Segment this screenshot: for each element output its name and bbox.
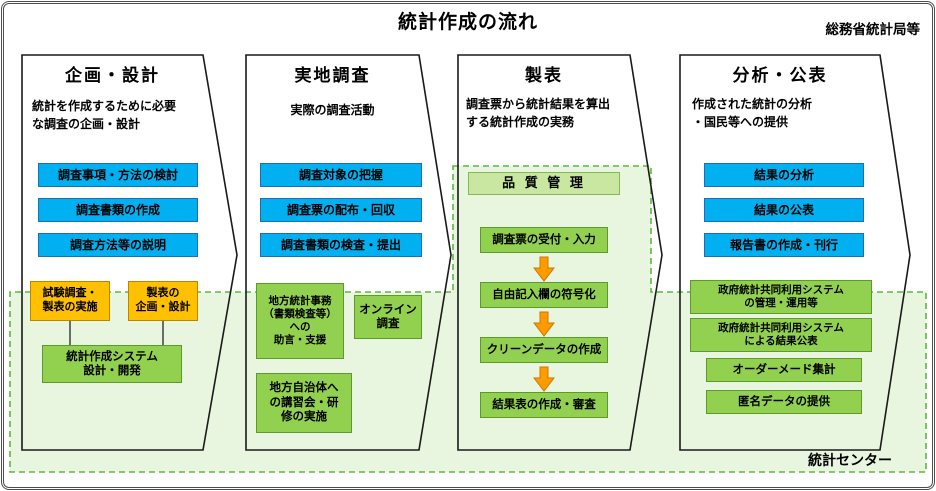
box-document-inspection-submission: 調査書類の検査・提出 xyxy=(260,233,422,257)
box-stats-system-development: 統計作成システム 設計・開発 xyxy=(42,345,182,383)
source-org-label: 総務省統計局等 xyxy=(825,22,921,37)
stage-title-planning: 企画・設計 xyxy=(65,66,160,85)
stage-description-tabulation: 調査票から統計結果を算出 する統計作成の実務 xyxy=(466,97,611,129)
box-survey-method-explanation: 調査方法等の説明 xyxy=(38,233,198,257)
box-questionnaire-distribution-collection: 調査票の配布・回収 xyxy=(260,198,422,222)
box-anonymous-data: 匿名データの提供 xyxy=(706,390,862,414)
page-title: 統計作成の流れ xyxy=(397,12,538,33)
center-org-label: 統計センター xyxy=(808,452,892,468)
box-free-entry-coding: 自由記入欄の符号化 xyxy=(480,282,608,308)
box-egov-system-management: 政府統計共同利用システム の管理・運用等 xyxy=(690,280,872,314)
stage-arrow-tabulation xyxy=(457,54,663,451)
box-egov-system-publication: 政府統計共同利用システム による結果公表 xyxy=(690,318,872,352)
down-arrow-icon xyxy=(533,256,555,282)
box-test-survey-tabulation: 試験調査・ 製表の実施 xyxy=(30,281,110,321)
stage-description-analysis: 作成された統計の分析 ・国民等への提供 xyxy=(692,97,813,129)
box-questionnaire-receipt-input: 調査票の受付・入力 xyxy=(480,227,608,253)
box-local-gov-training: 地方自治体へ の講習会・研 修の実施 xyxy=(256,373,352,433)
box-survey-docs-creation: 調査書類の作成 xyxy=(38,198,198,222)
box-report-creation-publication: 報告書の作成・刊行 xyxy=(704,233,864,257)
stage-arrow-survey xyxy=(245,54,452,451)
stage-arrow-analysis xyxy=(679,54,911,451)
stage-title-analysis: 分析・公表 xyxy=(732,66,828,85)
box-quality-control: 品 質 管 理 xyxy=(468,172,620,195)
box-online-survey: オンライン 調査 xyxy=(354,295,422,339)
column-field-survey: 実地調査 実際の調査活動 調査対象の把握 調査票の配布・回収 調査書類の検査・提… xyxy=(246,55,422,450)
box-result-table-creation-review: 結果表の作成・審査 xyxy=(480,392,608,418)
box-clean-data-creation: クリーンデータの作成 xyxy=(480,337,608,363)
column-tabulation: 製表 調査票から統計結果を算出 する統計作成の実務 品 質 管 理 調査票の受付… xyxy=(458,55,630,450)
stage-title-tabulation: 製表 xyxy=(525,66,563,85)
box-custom-tabulation: オーダーメード集計 xyxy=(706,358,862,382)
stage-arrow-planning xyxy=(21,54,238,451)
column-analysis-publication: 分析・公表 作成された統計の分析 ・国民等への提供 結果の分析 結果の公表 報告… xyxy=(680,55,880,450)
column-planning-design: 企画・設計 統計を作成するために必要 な調査の企画・設計 調査事項・方法の検討 … xyxy=(22,55,203,450)
box-grasp-survey-targets: 調査対象の把握 xyxy=(260,163,422,187)
stage-description-planning: 統計を作成するために必要 な調査の企画・設計 xyxy=(32,99,177,131)
stage-description-survey: 実際の調査活動 xyxy=(290,103,375,117)
box-result-publication: 結果の公表 xyxy=(704,198,864,222)
box-tabulation-planning: 製表の 企画・設計 xyxy=(128,281,198,321)
box-result-analysis: 結果の分析 xyxy=(704,163,864,187)
down-arrow-icon xyxy=(533,366,555,392)
down-arrow-icon xyxy=(533,311,555,337)
box-local-stats-support: 地方統計事務 （書類検査等） への 助言・支援 xyxy=(256,283,344,359)
stage-title-survey: 実地調査 xyxy=(294,66,371,85)
box-survey-items-methods: 調査事項・方法の検討 xyxy=(38,163,198,187)
